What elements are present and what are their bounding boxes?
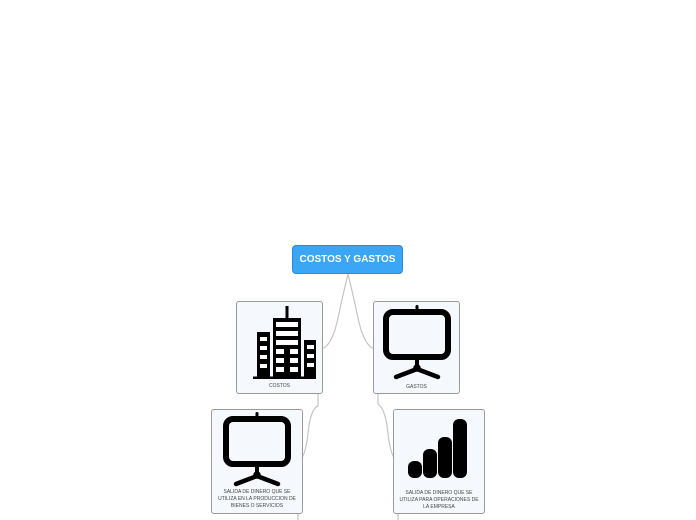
costos-description-label: SALIDA DE DINERO QUE SE UTILIZA EN LA PR… [218,489,296,509]
root-topic-node[interactable]: COSTOS Y GASTOS [292,245,403,274]
gastos-description-label: SALIDA DE DINERO QUE SE UTILIZA PARA OPE… [399,490,479,510]
monitor-icon [223,412,291,487]
costos-label: COSTOS [268,383,291,389]
gastos-node[interactable]: GASTOS [373,301,460,394]
costos-node[interactable]: COSTOS [236,301,323,394]
costos-description-node[interactable]: SALIDA DE DINERO QUE SE UTILIZA EN LA PR… [211,409,303,514]
buildings-icon [253,306,316,379]
gastos-label: GASTOS [406,384,427,390]
bar-chart-icon [408,419,467,478]
gastos-description-node[interactable]: SALIDA DE DINERO QUE SE UTILIZA PARA OPE… [393,409,485,514]
monitor-icon [383,305,451,380]
root-topic-label: COSTOS Y GASTOS [299,254,396,265]
